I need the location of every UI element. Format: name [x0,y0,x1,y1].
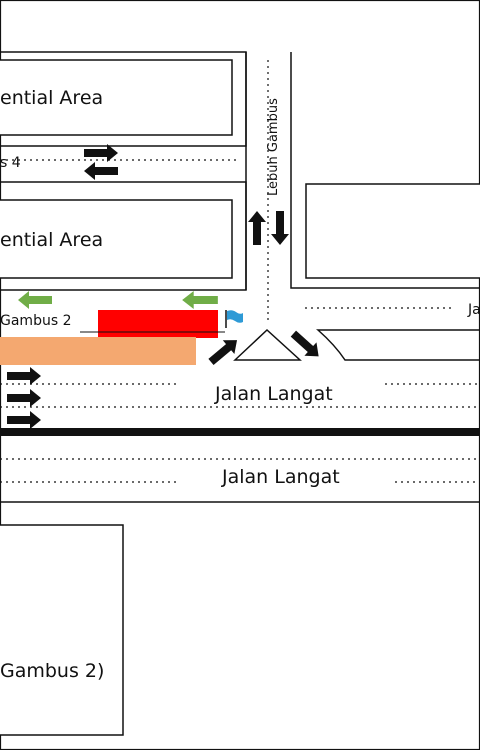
residential-area-label-mid: ential Area [0,229,103,251]
black-arrow-icon-diag-in [205,333,243,369]
black-arrow-icon-lane-b [7,389,41,407]
black-arrow-icon-up [248,211,266,245]
flag-icon [225,310,243,328]
orange-block [0,337,196,365]
green-arrow-icon-right [182,291,218,309]
right-road-median [316,329,480,361]
traffic-island [233,328,302,361]
residential-block-mid [0,199,233,279]
lebuh-gambus-edge-right [290,52,480,289]
black-arrow-icon-lane-c [7,411,41,429]
lebuh-gambus-label: Lebuh Gambus [266,98,281,196]
building-bottom [0,524,124,736]
black-arrow-icon-lane-a [7,367,41,385]
jalan-langat-label-upper: Jalan Langat [214,383,333,405]
bottom-building-label: Gambus 2) [0,660,104,682]
black-arrow-icon-lane4-left [84,162,118,180]
red-block [98,310,218,338]
right-road-label: Ja [467,302,480,318]
green-arrow-icon-left [18,291,52,309]
black-arrow-icon-down [271,211,289,245]
lane-4-label: s 4 [0,155,21,171]
residential-block-top [0,59,233,136]
jalan-langat-label-lower: Jalan Langat [221,466,340,488]
gambus-2-label: Gambus 2 [0,313,71,329]
jalan-langat-median [0,428,480,436]
building-right [305,183,480,279]
residential-area-label-top: ential Area [0,87,103,109]
